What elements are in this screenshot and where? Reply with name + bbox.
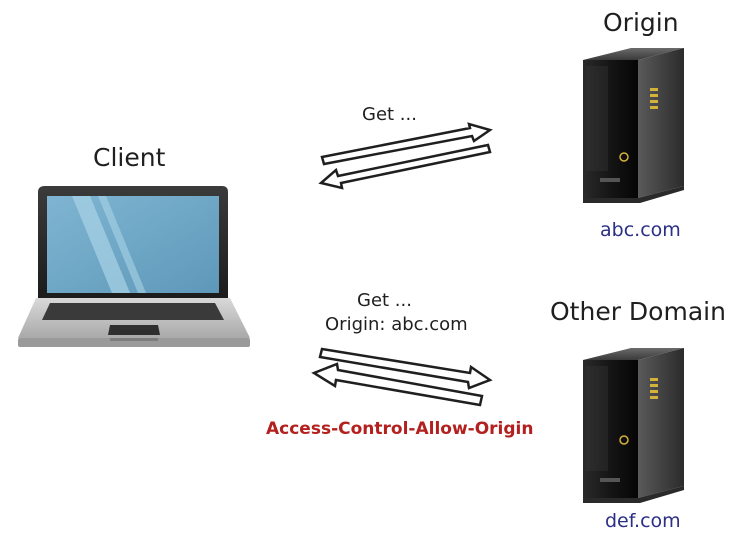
acao-header: Access-Control-Allow-Origin (266, 419, 534, 439)
request-arrow-to-other-domain (318, 347, 493, 390)
request-arrow-to-origin (320, 122, 493, 166)
other-domain-label: Other Domain (550, 297, 726, 326)
other-domain-host: def.com (605, 510, 681, 532)
laptop-icon (18, 186, 250, 347)
response-arrow-from-other-domain (311, 362, 484, 407)
server-icon (583, 348, 684, 503)
server-icon (583, 48, 684, 203)
request1-text: Get ... (362, 104, 417, 125)
request2-get-text: Get ... (357, 290, 412, 311)
response-arrow-from-origin (318, 143, 492, 190)
origin-host: abc.com (600, 219, 681, 241)
origin-label: Origin (603, 8, 679, 37)
client-label: Client (93, 143, 166, 172)
request2-origin-header: Origin: abc.com (325, 314, 468, 335)
